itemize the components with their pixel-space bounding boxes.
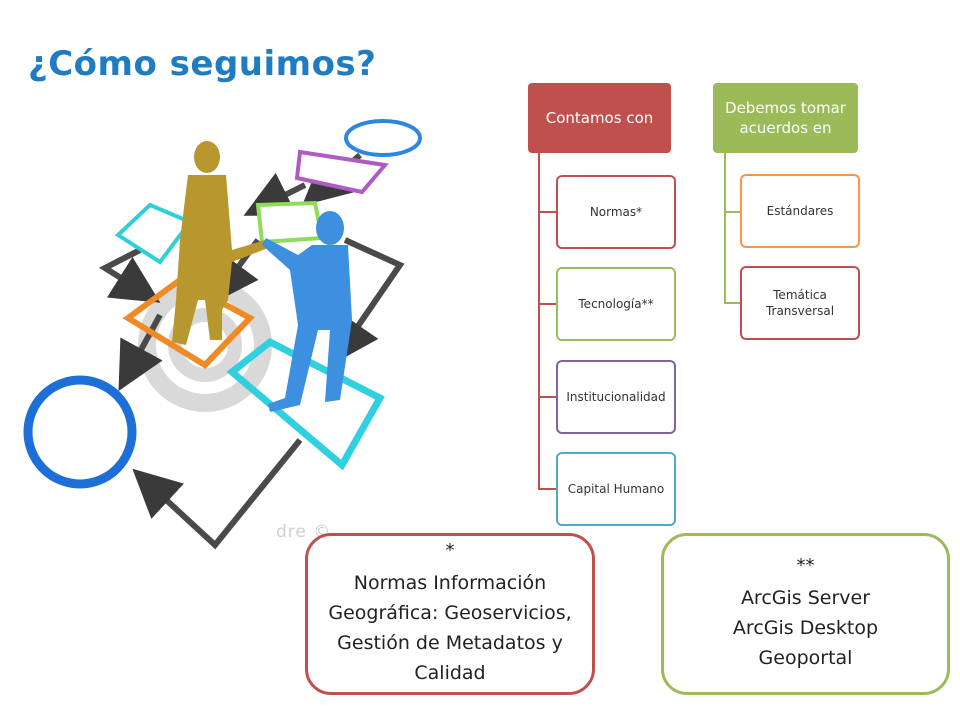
- blue-businessman-icon: [262, 211, 352, 412]
- item-normas-label: Normas*: [589, 205, 643, 219]
- note-normas-mark: *: [445, 540, 455, 561]
- connector-institucionalidad: [538, 396, 556, 398]
- item-institucionalidad-label: Institucionalidad: [566, 390, 666, 404]
- debemos-tomar-label: Debemos tomar acuerdos en: [725, 99, 846, 137]
- item-institucionalidad: Institucionalidad: [556, 360, 676, 434]
- connector-tecnologia: [538, 303, 556, 305]
- orange-square-shape: [122, 276, 255, 369]
- item-normas: Normas*: [556, 175, 676, 249]
- left-vertical-connector: [538, 153, 540, 490]
- oval-shape-blue: [344, 119, 422, 157]
- green-box-shape: [255, 200, 325, 245]
- note-normas-line: Calidad: [414, 662, 486, 684]
- item-tecnologia: Tecnología**: [556, 267, 676, 341]
- right-vertical-connector: [724, 153, 726, 304]
- note-tecnologia: ** ArcGis Server ArcGis Desktop Geoporta…: [661, 533, 950, 695]
- note-tecnologia-line: ArcGis Server: [740, 587, 871, 609]
- slide-title: ¿Cómo seguimos?: [28, 44, 377, 84]
- item-estandares: Estándares: [740, 174, 860, 248]
- purple-box-shape: [294, 149, 389, 195]
- note-normas-line: Geográfica: Geoservicios,: [328, 602, 572, 624]
- item-capital-humano-label: Capital Humano: [567, 482, 665, 496]
- note-tecnologia-line: Geoportal: [758, 647, 853, 669]
- contamos-con-label: Contamos con: [545, 109, 654, 127]
- gold-businessman-icon: [172, 141, 268, 345]
- debemos-tomar-header: Debemos tomar acuerdos en: [713, 83, 858, 153]
- contamos-con-header: Contamos con: [528, 83, 671, 153]
- item-tematica-transversal-label: Temática Transversal: [765, 288, 835, 318]
- item-capital-humano: Capital Humano: [556, 452, 676, 526]
- connector-estandares: [724, 211, 740, 213]
- note-normas-line: Normas Información: [353, 572, 547, 594]
- item-tecnologia-label: Tecnología**: [578, 297, 654, 311]
- connector-normas: [538, 211, 556, 213]
- item-estandares-label: Estándares: [766, 204, 834, 218]
- note-tecnologia-mark: **: [796, 555, 815, 576]
- note-tecnologia-line: ArcGis Desktop: [732, 617, 879, 639]
- connector-tematica: [724, 302, 740, 304]
- blue-circle-shape: [23, 375, 137, 489]
- connector-capital-humano: [538, 488, 556, 490]
- note-normas-line: Gestión de Metadatos y: [337, 632, 563, 654]
- note-normas: * Normas Información Geográfica: Geoserv…: [305, 533, 595, 695]
- cyan-large-box-shape: [226, 337, 385, 471]
- item-tematica-transversal: Temática Transversal: [740, 266, 860, 340]
